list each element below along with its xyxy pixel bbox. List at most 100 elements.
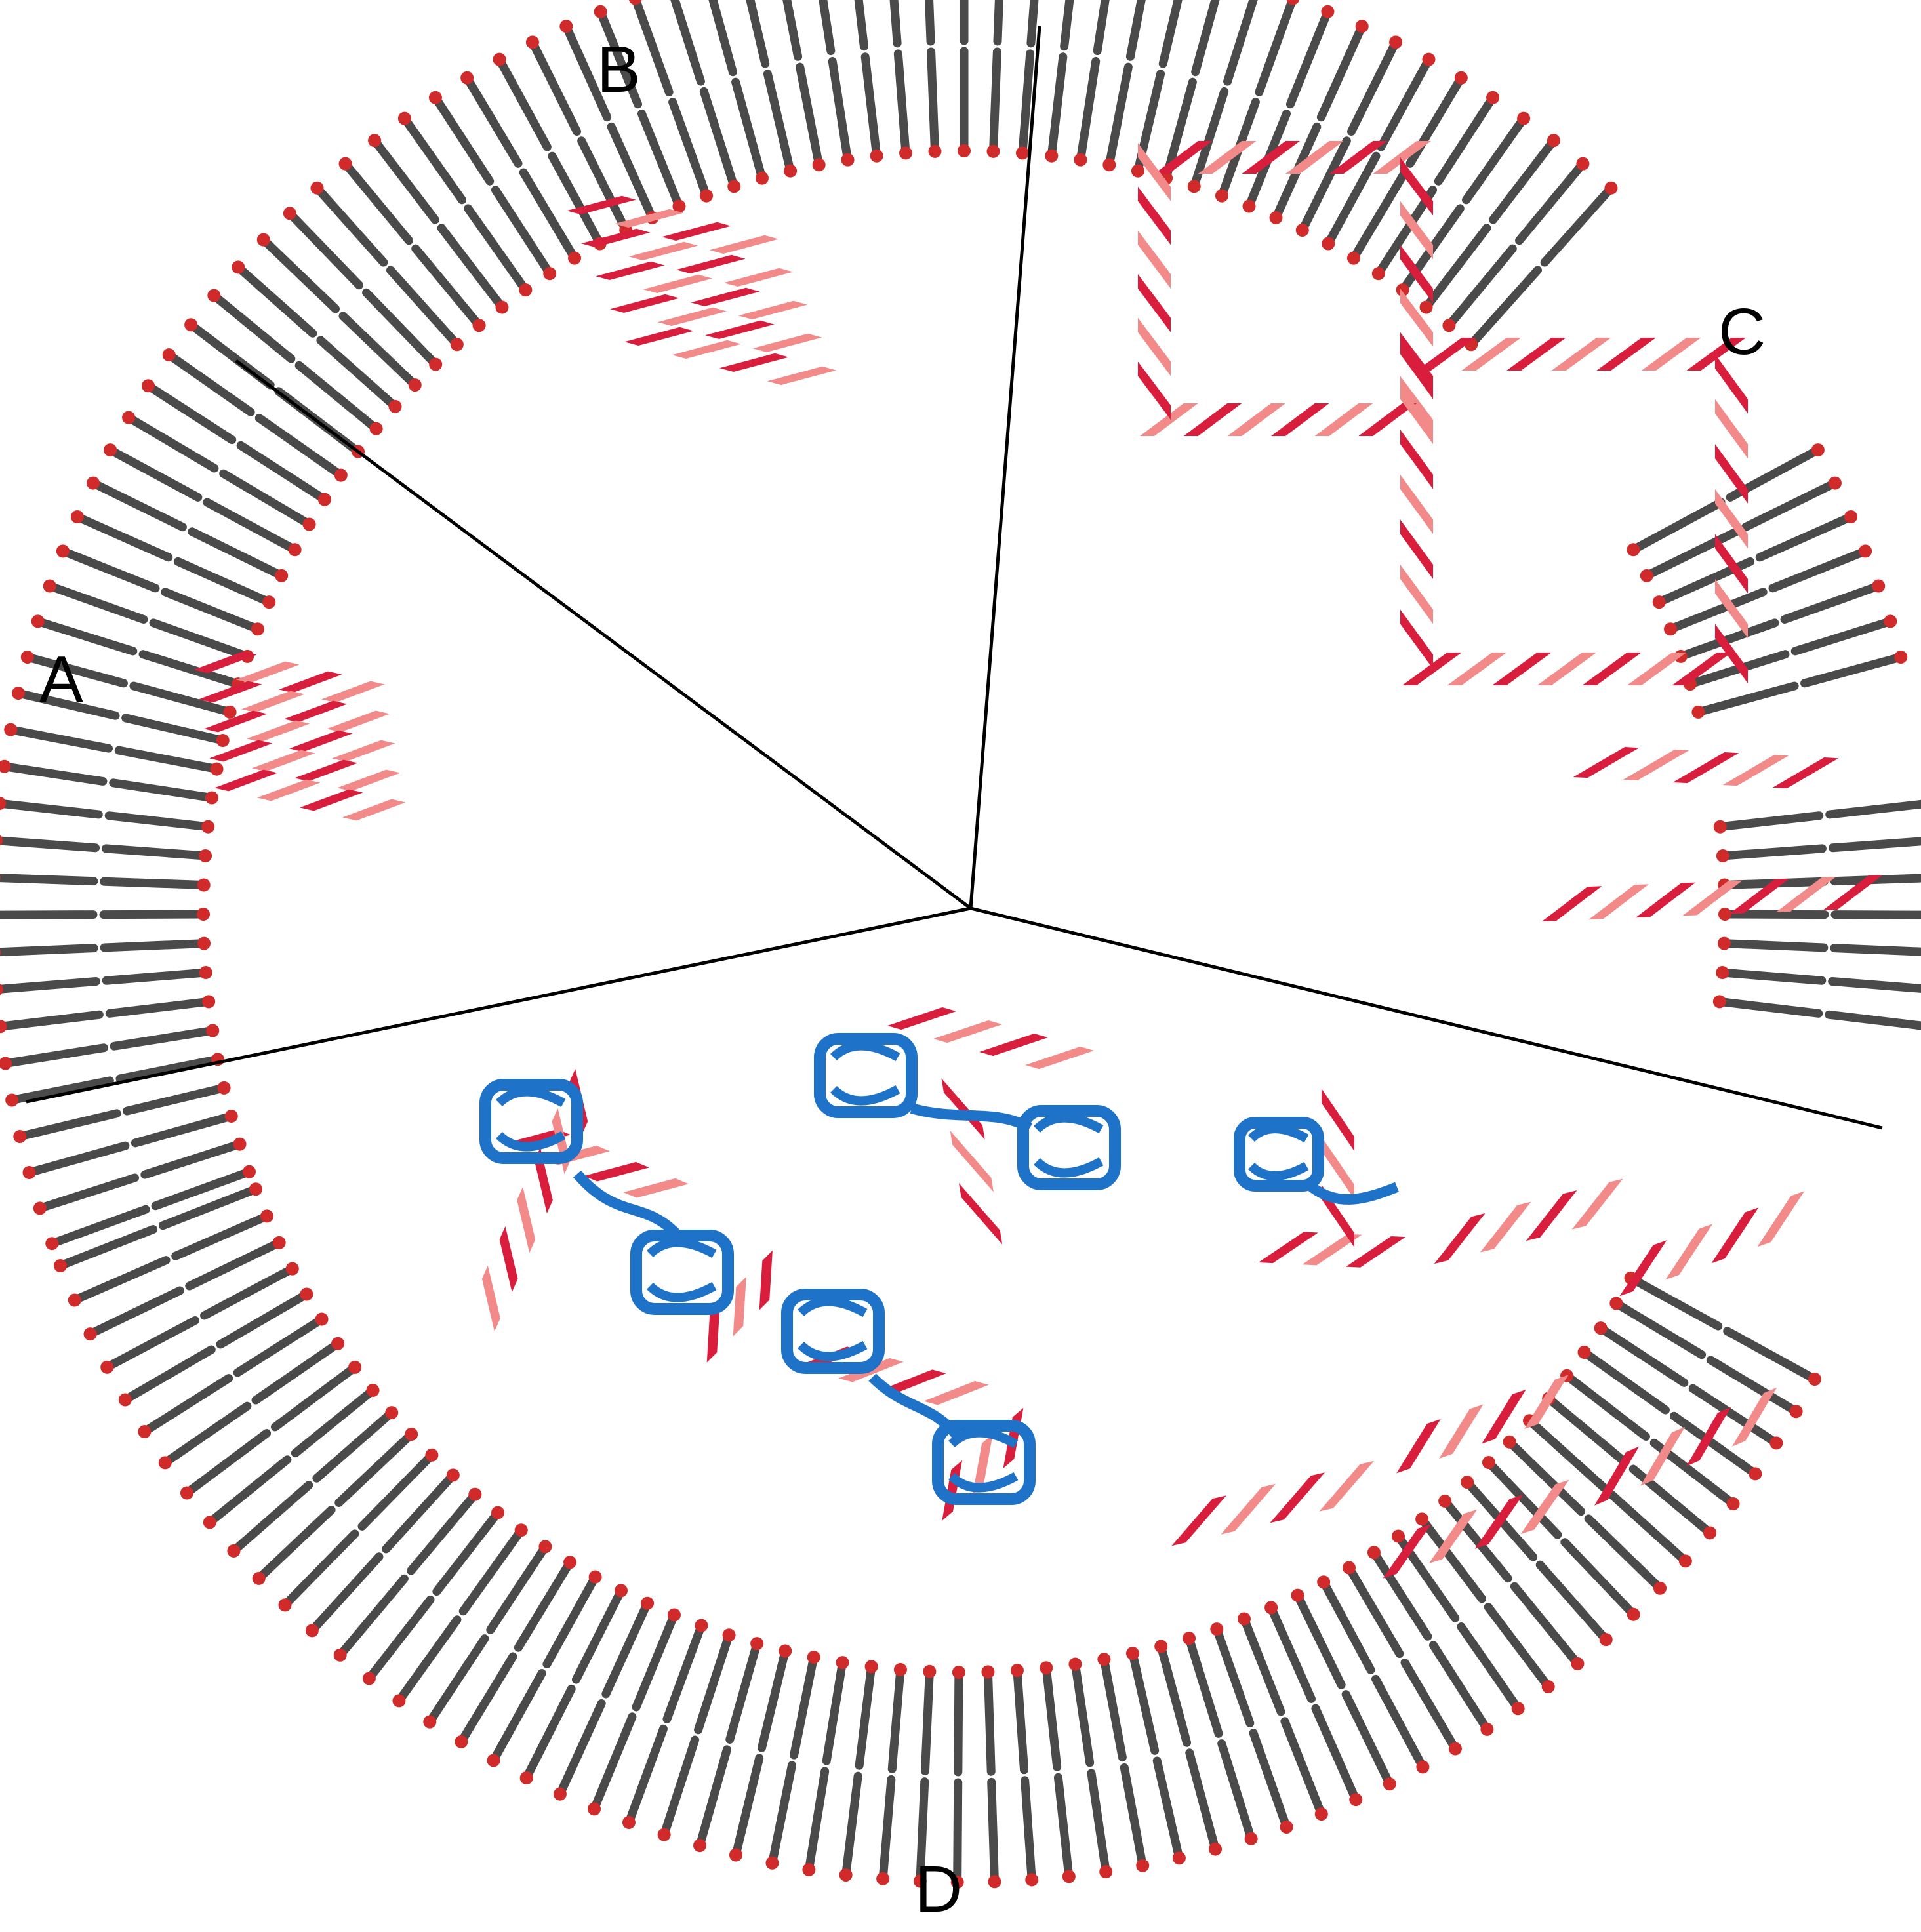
lipid-tail-inner — [1715, 997, 1823, 1018]
lipid-head-inner — [1640, 569, 1653, 582]
lipid-head-inner — [446, 1468, 460, 1482]
lipid-tail-outer — [140, 1374, 233, 1436]
helix-turn — [959, 1183, 1003, 1245]
lipid-head-outer — [1653, 1581, 1667, 1595]
lipid-head-inner — [1269, 211, 1283, 224]
lipid-tail-inner — [662, 1621, 706, 1723]
helix-turn — [1221, 1483, 1276, 1535]
lipid-head-inner — [199, 966, 212, 980]
lipid-tail-inner — [607, 122, 657, 222]
lipid-tail-inner — [171, 1211, 272, 1260]
lipid-tail-outer — [495, 55, 552, 151]
lipid-head-inner — [223, 705, 237, 719]
lipid-head-inner — [385, 1406, 399, 1420]
lipid-head-outer — [1547, 134, 1560, 148]
lipid-tail-outer — [1185, 1748, 1220, 1854]
helix-turn — [1373, 141, 1431, 174]
lipid-tail-outer — [1607, 1490, 1690, 1565]
sector-divider-line — [969, 26, 1041, 909]
lipid-tail-outer — [0, 1010, 104, 1031]
lipid-head-outer — [1280, 1820, 1293, 1834]
lipid-tail-outer — [205, 1455, 292, 1527]
helix-turn — [1400, 564, 1433, 624]
lipid-head-inner — [1264, 1601, 1278, 1615]
lipid-head-outer — [1454, 71, 1468, 85]
lipid-tail-outer — [624, 1724, 668, 1827]
protein-linker — [910, 1103, 1033, 1133]
lipid-tail-outer — [1462, 114, 1528, 205]
helix-turn — [1271, 403, 1329, 436]
helix-turn — [1623, 750, 1689, 781]
lipid-head-inner — [1718, 908, 1731, 921]
panel-label-c: C — [1718, 295, 1766, 369]
lipid-tail-outer — [1825, 799, 1921, 819]
helix-turn — [1582, 653, 1642, 685]
lipid-tail-inner — [1293, 1591, 1346, 1689]
lipid-tail-outer — [1688, 1384, 1781, 1447]
helix-turn — [1627, 653, 1687, 685]
lipid-tail-outer — [1790, 616, 1895, 656]
helix-turn — [1138, 143, 1171, 201]
lipid-head-inner — [841, 153, 855, 167]
lipid-head-outer — [1884, 614, 1897, 628]
protein-outline — [814, 1033, 918, 1118]
helix-ribbon — [1154, 141, 1431, 174]
lipid-tail-inner — [432, 1508, 502, 1596]
helix-turn — [643, 274, 713, 294]
helix-turn — [1474, 1495, 1524, 1549]
helix-turn — [1641, 338, 1701, 371]
helix-ribbon — [596, 261, 808, 320]
lipid-tail-inner — [1720, 910, 1829, 919]
lipid-head-inner — [1238, 1612, 1251, 1626]
lipid-tail-inner — [1544, 1394, 1630, 1467]
lipid-tail-inner — [577, 136, 630, 235]
lipid-head-outer — [1062, 1870, 1076, 1883]
lipid-head-outer — [83, 1327, 97, 1341]
protein-domain — [781, 1289, 885, 1374]
lipid-tail-inner — [1596, 1323, 1689, 1387]
lipid-tail-outer — [462, 73, 523, 168]
lipid-tail-inner — [270, 1363, 359, 1432]
lipid-head-inner — [468, 1487, 482, 1501]
lipid-tail-outer — [233, 262, 317, 338]
lipid-tail-outer — [209, 291, 296, 363]
lipid-tail-inner — [694, 1630, 734, 1735]
panel-label-d: D — [915, 1853, 962, 1926]
helix-turn — [1715, 578, 1748, 639]
lipid-head-inner — [472, 319, 486, 332]
helix-turn — [1635, 882, 1696, 918]
lipid-tail-outer — [425, 1634, 489, 1727]
lipid-head-inner — [1097, 1653, 1111, 1666]
lipid-tail-outer — [0, 944, 98, 957]
helix-turn — [1138, 361, 1171, 420]
lipid-tail-outer — [987, 1777, 999, 1886]
helix-turn — [1400, 474, 1433, 534]
helix-turn — [1138, 230, 1171, 289]
helix-turn — [327, 710, 390, 733]
helix-turn — [199, 681, 262, 703]
lipid-head-outer — [559, 20, 573, 33]
lipid-head-inner — [568, 251, 582, 265]
lipid-tail-inner — [99, 910, 208, 919]
lipid-tail-inner — [334, 1430, 416, 1507]
helix-turn — [1686, 338, 1746, 371]
lipid-tail-outer — [336, 1574, 409, 1660]
lipid-bilayer-ring — [0, 0, 1921, 1889]
lipid-tail-inner — [1693, 681, 1799, 717]
lipid-head-outer — [1136, 1859, 1150, 1872]
lipid-tail-outer — [1346, 37, 1400, 136]
lipid-tail-outer — [58, 546, 160, 593]
lipid-head-inner — [1371, 267, 1385, 281]
lipid-tail-inner — [1369, 1548, 1432, 1641]
helix-ribbon — [199, 681, 390, 733]
lipid-head-outer — [1678, 1554, 1692, 1568]
helix-turn — [706, 1302, 720, 1363]
lipid-tail-inner — [855, 1662, 876, 1770]
helix-turn — [738, 300, 808, 320]
lipid-tail-inner — [102, 968, 211, 985]
lipid-tail-outer — [1828, 837, 1921, 853]
lipid-head-inner — [1691, 705, 1705, 719]
protein-domain — [932, 1420, 1036, 1505]
lipid-head-inner — [201, 820, 215, 834]
